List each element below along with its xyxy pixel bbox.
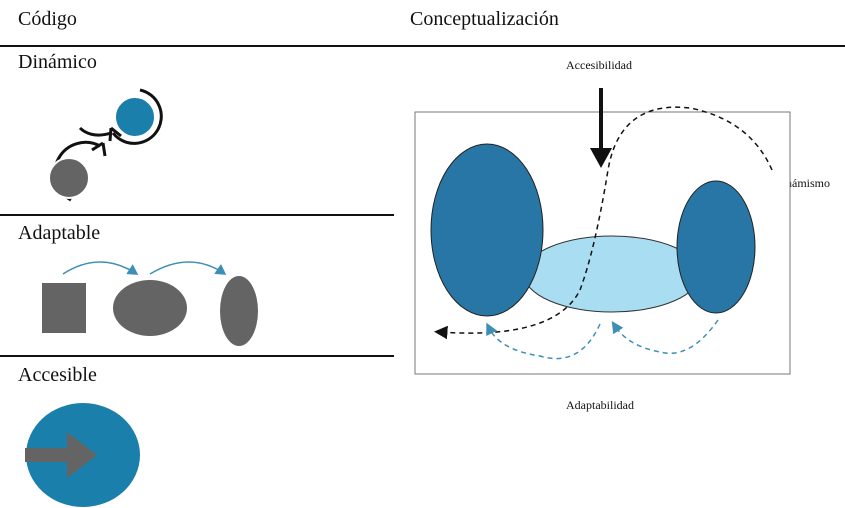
row-divider-1 bbox=[0, 214, 394, 216]
label-accesibilidad: Accesibilidad bbox=[566, 58, 632, 72]
code-column-header: Código bbox=[18, 8, 77, 30]
adaptabilidad-arrow-2 bbox=[611, 319, 719, 354]
label-adaptabilidad: Adaptabilidad bbox=[566, 398, 634, 412]
row-divider-2 bbox=[0, 355, 394, 357]
row-label-adaptable: Adaptable bbox=[18, 222, 101, 244]
row-label-dinamico: Dinámico bbox=[18, 51, 97, 73]
right-ellipse bbox=[676, 180, 756, 314]
concept-column-header: Conceptualización bbox=[410, 8, 559, 30]
enter-arrow-icon bbox=[25, 403, 140, 507]
center-ellipse bbox=[523, 235, 701, 313]
header-divider bbox=[0, 45, 845, 47]
adaptabilidad-arrow-1 bbox=[486, 322, 601, 360]
shape-transform-icon bbox=[42, 261, 258, 346]
row-label-accesible: Accesible bbox=[18, 364, 97, 386]
dinamismo-path bbox=[434, 106, 773, 340]
cycle-icon bbox=[48, 88, 163, 202]
left-ellipse bbox=[430, 143, 544, 317]
accesibilidad-arrow-head bbox=[590, 148, 612, 168]
